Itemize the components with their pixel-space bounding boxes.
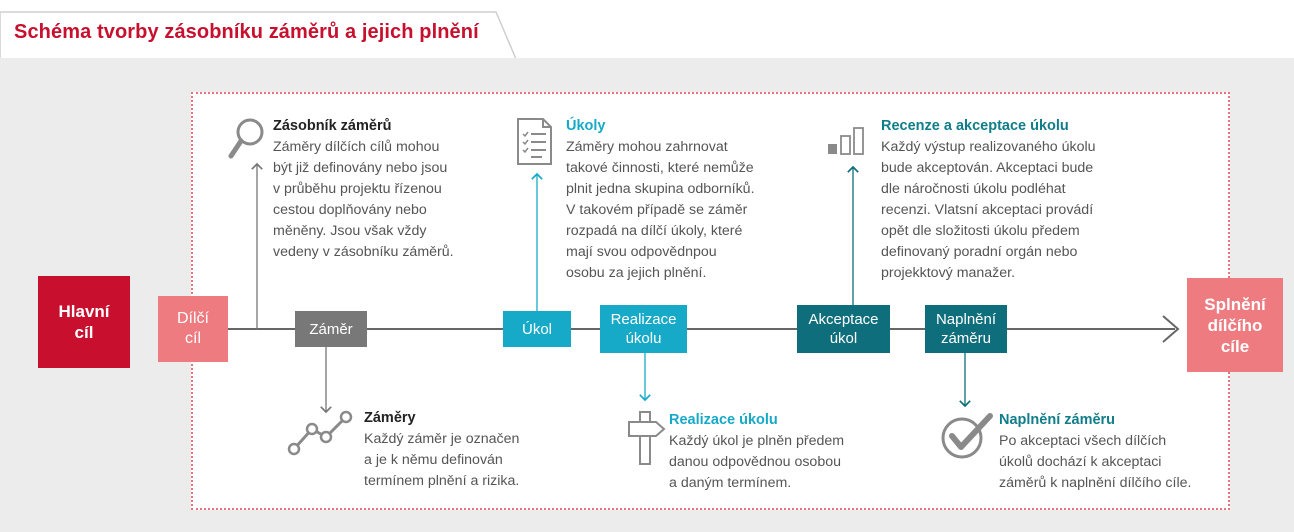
block-zamery: Záměry Každý záměr je označen a je k něm…: [364, 408, 584, 492]
block-line: Záměry mohou zahrnovat: [566, 139, 728, 155]
bar-chart-icon: [828, 127, 864, 155]
block-line: takové činnosti, které nemůže: [566, 160, 754, 176]
block-line: cestou doplňovány nebo: [273, 202, 427, 218]
block-line: definovaný poradní orgán nebo: [881, 244, 1078, 260]
node-zamer: Záměr: [295, 311, 367, 347]
block-line: opět dle složitosti úkolu předem: [881, 223, 1080, 239]
checklist-icon: [517, 118, 552, 165]
title-tab: [0, 11, 517, 58]
block-line: mají svou odpovědnpou: [566, 244, 717, 260]
block-line: plnit jedna skupina odborníků.: [566, 181, 755, 197]
block-line: dle náročnosti úkolu podléhat: [881, 181, 1066, 197]
block-line: rozpadá na dílčí úkoly, které: [566, 223, 743, 239]
block-line: V takovém případě se záměr: [566, 202, 748, 218]
magnifier-icon: [228, 118, 264, 159]
block-line: recenzi. Vlatsní akceptaci provádí: [881, 202, 1094, 218]
block-line: v průběhu projektu řízenou: [273, 181, 442, 197]
block-naplneni-zameru: Naplnění záměru Po akceptaci všech dílčí…: [999, 410, 1225, 494]
block-heading: Zásobník záměrů: [273, 118, 392, 134]
signpost-icon: [628, 411, 666, 465]
block-heading: Naplnění záměru: [999, 412, 1116, 428]
block-line: osobu za jejich plnění.: [566, 265, 707, 281]
block-line: Každý úkol je plněn předem: [669, 433, 845, 449]
block-heading: Záměry: [364, 410, 416, 426]
block-line: záměrů k naplnění dílčího cíle.: [999, 475, 1192, 491]
block-heading: Recenze a akceptace úkolu: [881, 118, 1069, 134]
block-realizace-ukolu: Realizace úkolu Každý úkol je plněn před…: [669, 410, 899, 494]
block-line: Každý záměr je označen: [364, 431, 520, 447]
block-zasobnik-zameru: Zásobník záměrů Záměry dílčích cílů moho…: [273, 116, 503, 263]
checkmark-icon: [941, 413, 993, 459]
node-ukol: Úkol: [503, 311, 571, 347]
line-chart-icon: [287, 410, 353, 456]
block-line: danou odpovědnou osobou: [669, 454, 841, 470]
block-recenze-akceptace: Recenze a akceptace úkolu Každý výstup r…: [881, 116, 1151, 284]
block-line: Záměry dílčích cílů mohou: [273, 139, 440, 155]
block-line: Každý výstup realizovaného úkolu: [881, 139, 1096, 155]
block-ukoly: Úkoly Záměry mohou zahrnovat takové činn…: [566, 116, 816, 284]
block-line: bude akceptován. Akceptaci bude: [881, 160, 1094, 176]
block-line: termínem plnění a rizika.: [364, 473, 520, 489]
block-line: úkolů dochází k akceptaci: [999, 454, 1162, 470]
block-line: vedeny v zásobníku záměrů.: [273, 244, 454, 260]
block-line: a je k němu definován: [364, 452, 503, 468]
block-line: a daným termínem.: [669, 475, 792, 491]
block-line: měněny. Jsou však vždy: [273, 223, 427, 239]
block-line: Po akceptaci všech dílčích: [999, 433, 1167, 449]
block-heading: Úkoly: [566, 118, 606, 134]
block-heading: Realizace úkolu: [669, 412, 778, 428]
block-line: projekktový manažer.: [881, 265, 1016, 281]
block-line: být již definovány nebo jsou: [273, 160, 448, 176]
page-title: Schéma tvorby zásobníku záměrů a jejich …: [14, 21, 479, 43]
